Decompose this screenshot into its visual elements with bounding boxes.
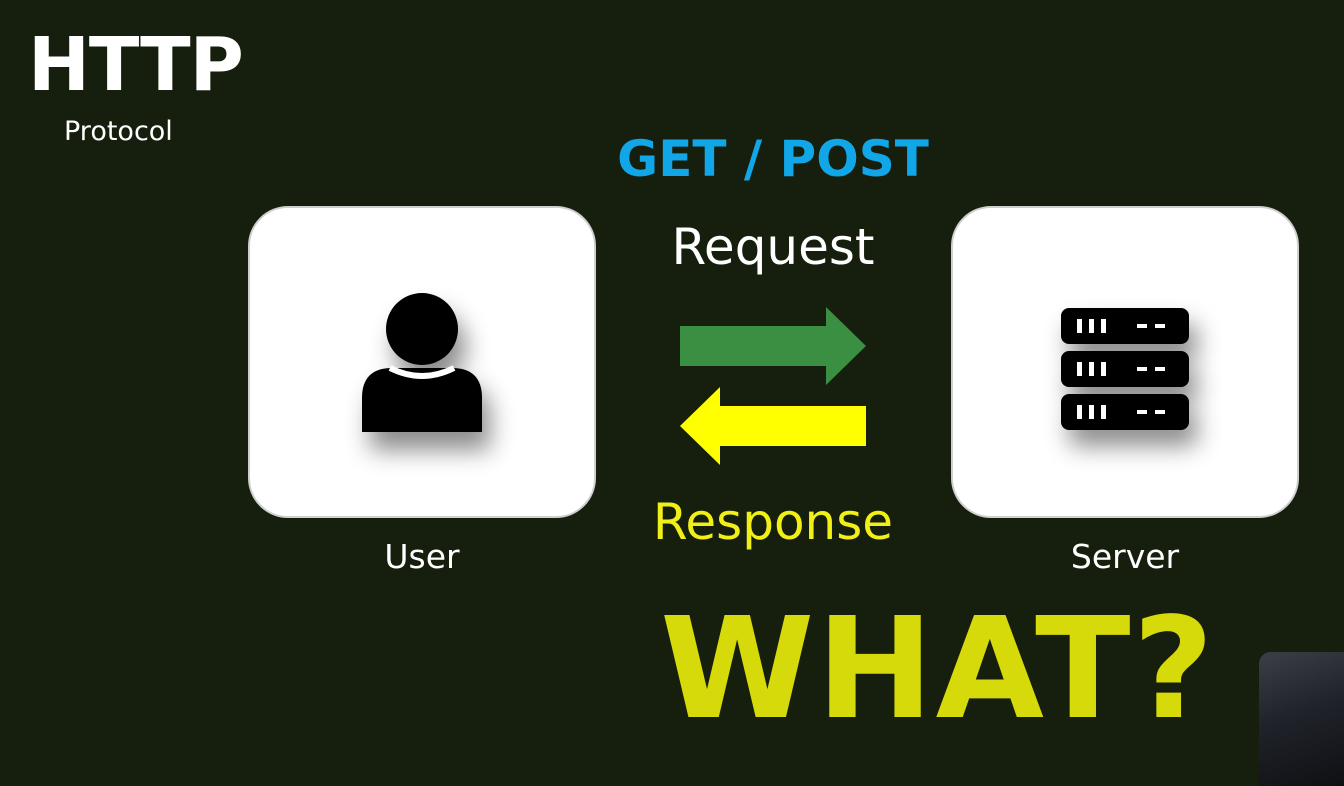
request-response-arrows: [680, 307, 866, 465]
server-card: [951, 206, 1299, 518]
http-methods-label: GET / POST: [617, 130, 929, 188]
presenter-webcam-thumbnail: [1259, 652, 1344, 786]
user-card: [248, 206, 596, 518]
response-arrow: [680, 387, 866, 465]
user-icon: [362, 293, 482, 432]
question-text: WHAT?: [660, 588, 1216, 751]
subtitle: Protocol: [64, 116, 173, 147]
server-label: Server: [1070, 537, 1180, 576]
request-arrow: [680, 307, 866, 385]
title: HTTP: [28, 22, 244, 108]
user-label: User: [384, 537, 460, 576]
request-label: Request: [671, 218, 875, 276]
server-icon: [1061, 308, 1189, 430]
response-label: Response: [652, 493, 894, 551]
